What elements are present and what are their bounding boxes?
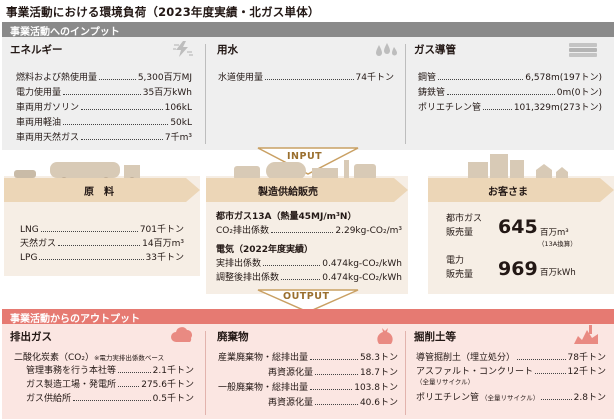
output-label: OUTPUT	[283, 291, 330, 302]
pipes-title: ガス導管	[414, 44, 456, 56]
input-label: INPUT	[287, 151, 323, 162]
pipes-icon	[569, 43, 597, 57]
divider	[405, 331, 406, 415]
elec-sales-value: 969	[498, 258, 538, 280]
input-arrow	[257, 147, 359, 175]
materials-title: 原 料	[84, 187, 114, 198]
output-heading-bar: 事業活動からのアウトプット	[2, 309, 614, 325]
output-panel: 事業活動からのアウトプット 排出ガス 二酸化炭素（CO₂）※電力実排出係数ベース…	[2, 309, 614, 419]
gas-heading: 都市ガス13A（熱量45MJ/m³N）	[216, 212, 357, 222]
elec-sales-label: 電力 販売量	[446, 256, 474, 280]
output-heading: 事業活動からのアウトプット	[10, 314, 140, 325]
gas-sales-unit: 百万m³	[540, 228, 569, 238]
elec-sales-unit: 百万kWh	[540, 268, 576, 278]
divider	[205, 44, 206, 144]
gas-sales-label: 都市ガス 販売量	[446, 214, 483, 238]
materials-arrow-bar	[4, 178, 200, 202]
gas-sales-value: 645	[498, 216, 538, 238]
co2-line: 二酸化炭素（CO₂）※電力実排出係数ベース	[14, 353, 165, 363]
lightning-icon	[173, 41, 193, 57]
water-title: 用水	[217, 44, 238, 56]
buildings-icon	[468, 154, 568, 180]
list-item: 導管掘削土（埋立処分）78千トン	[416, 353, 606, 363]
excavation-icon	[574, 325, 598, 344]
gas-sales-note: （13A換算）	[538, 240, 577, 248]
emissions-title: 排出ガス	[10, 331, 52, 343]
list-item: ポリエチレン管（全量リサイクル）2.8トン	[416, 393, 606, 403]
customers-title: お客さま	[488, 187, 528, 198]
water-drops-icon	[376, 43, 397, 56]
divider	[205, 331, 206, 415]
waste-title: 廃棄物	[217, 331, 249, 343]
customers-arrow-bar	[428, 178, 614, 202]
trash-bag-icon	[377, 328, 393, 344]
production-arrow-bar	[206, 178, 408, 202]
cloud-icon	[171, 327, 192, 342]
input-heading-bar: 事業活動へのインプット	[2, 22, 614, 38]
page-title: 事業活動における環境負荷（2023年度実績・北ガス単体）	[6, 5, 320, 19]
soil-title: 掘削土等	[414, 331, 456, 343]
elec-heading: 電気（2022年度実績）	[216, 245, 314, 255]
recycle-note: （全量リサイクル）	[416, 378, 475, 386]
divider	[405, 44, 406, 144]
output-arrow	[257, 289, 359, 313]
production-title: 製造供給販売	[258, 187, 318, 198]
energy-title: エネルギー	[10, 44, 63, 56]
plant-icon	[234, 160, 376, 180]
input-heading: 事業活動へのインプット	[10, 27, 120, 38]
